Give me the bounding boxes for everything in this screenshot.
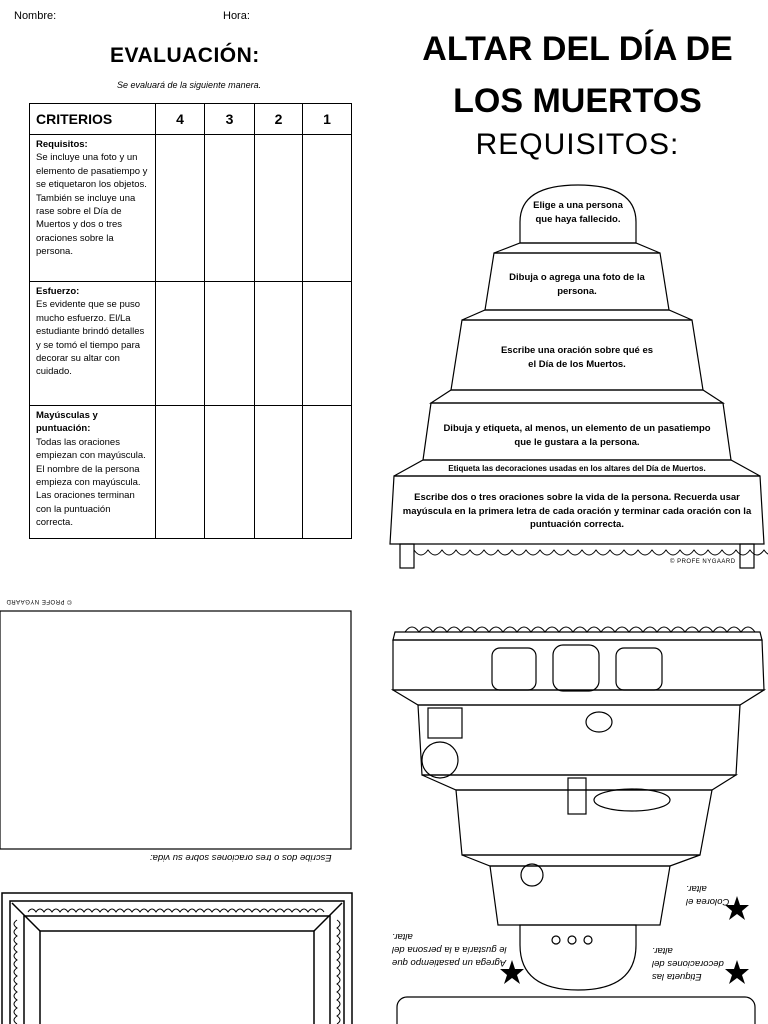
- colorea-label: Colorea el altar.: [686, 883, 730, 907]
- star-icons: [500, 896, 749, 984]
- writing-box[interactable]: [0, 610, 352, 850]
- tier-4-text: Dibuja y etiqueta, al menos, un elemento…: [443, 423, 711, 448]
- score-cell[interactable]: [155, 281, 205, 406]
- tier-5-text: Etiqueta las decoraciones usadas en los …: [448, 464, 706, 473]
- rubric-col-criterios: CRITERIOS: [29, 103, 156, 135]
- rubric-row: Requisitos: Se incluye una foto y un ele…: [29, 134, 352, 282]
- altar-title-line1: ALTAR DEL DÍA DE: [422, 30, 733, 68]
- requirements-title: REQUISITOS:: [475, 128, 680, 161]
- criterion-text: Es evidente que se puso mucho esfuerzo. …: [36, 299, 145, 378]
- agrega-label: Agrega un pasatiempo que le gustaría a l…: [392, 931, 507, 968]
- score-cell[interactable]: [254, 281, 303, 406]
- rubric-header-row: CRITERIOS 4 3 2 1: [29, 103, 352, 135]
- score-cell[interactable]: [155, 405, 205, 539]
- bottom-credit: © PROFE NYGAARD: [6, 598, 72, 604]
- criterion-mayusculas: Mayúsculas y puntuación: Todas las oraci…: [29, 405, 156, 539]
- rubric-row: Esfuerzo: Es evidente que se puso mucho …: [29, 281, 352, 406]
- criterion-text: Se incluye una foto y un elemento de pas…: [36, 152, 148, 258]
- altar-title-line2: LOS MUERTOS: [453, 82, 702, 120]
- score-cell[interactable]: [302, 134, 352, 282]
- score-cell[interactable]: [302, 281, 352, 406]
- criterion-title: Esfuerzo:: [36, 286, 80, 297]
- evaluation-title: EVALUACIÓN:: [110, 44, 260, 67]
- picture-frame: [1, 892, 353, 1024]
- criterion-esfuerzo: Esfuerzo: Es evidente que se puso mucho …: [29, 281, 156, 406]
- score-cell[interactable]: [254, 405, 303, 539]
- write-prompt: Escribe dos o tres oraciones sobre su vi…: [150, 852, 332, 863]
- time-label: Hora:: [223, 10, 250, 22]
- rubric-row: Mayúsculas y puntuación: Todas las oraci…: [29, 405, 352, 539]
- tier-3-text: Escribe una oración sobre qué es el Día …: [500, 345, 654, 370]
- rubric-col-4: 4: [155, 103, 205, 135]
- tier-1-text: Elige a una persona que haya fallecido.: [533, 200, 623, 225]
- name-label: Nombre:: [14, 10, 57, 22]
- evaluation-subtitle: Se evaluará de la siguiente manera.: [117, 80, 262, 90]
- label-box[interactable]: [396, 996, 756, 1024]
- altar-credit: © PROFE NYGAARD: [670, 559, 736, 565]
- rubric-table: CRITERIOS 4 3 2 1 Requisitos: Se incluye…: [29, 103, 352, 539]
- etiqueta-label: Etiqueta las decoraciones del altar.: [652, 945, 724, 982]
- score-cell[interactable]: [302, 405, 352, 539]
- criterion-text: Todas las oraciones empiezan con mayúscu…: [36, 436, 146, 529]
- tier-6-text: Escribe dos o tres oraciones sobre la vi…: [402, 492, 752, 530]
- tier-2-text: Dibuja o agrega una foto de la persona.: [509, 272, 645, 297]
- upside-down-altar: [390, 631, 767, 991]
- criterion-title: Mayúsculas y puntuación:: [36, 410, 98, 435]
- criterion-title: Requisitos:: [36, 139, 88, 150]
